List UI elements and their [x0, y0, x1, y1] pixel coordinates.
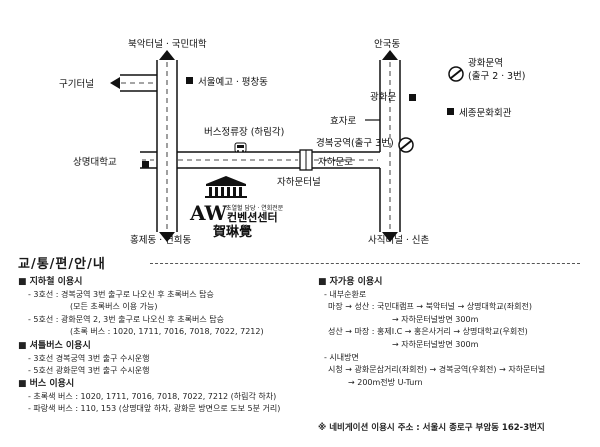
seoul-arts-marker	[186, 77, 193, 84]
label-west-top: 구기터널	[59, 79, 94, 90]
subway-icon-gwanghwamun	[448, 66, 464, 82]
bus-header: ■ 버스 이용시	[18, 379, 75, 389]
gwanghwamun-marker	[409, 94, 416, 101]
logo-name: 컨벤션센터	[227, 210, 278, 224]
shuttle-section: ■ 셔틀버스 이용시 - 3호선 경복궁역 3번 출구 수시운행 - 5호선 광…	[18, 340, 149, 378]
list-item: - 파랑색 버스 : 110, 153 (상명대앞 하차, 광화문 방면으로 도…	[28, 404, 281, 414]
list-item: (모든 초록버스 이용 가능)	[70, 302, 158, 312]
list-item: 마장 → 성산 : 국민대램프 → 북악터널 → 상명대학교(좌회전)	[328, 302, 532, 312]
location-map: 북악터널ㆍ국민대학 안국동 구기터널 서울예고ㆍ평창동 광화문역 (출구 2ㆍ3…	[59, 38, 525, 246]
label-gwanghwamun: 광화문	[370, 91, 396, 103]
list-item: → 자하문터널방면 300m	[392, 314, 479, 324]
label-jahamun-ro: 자하문로	[318, 156, 353, 168]
list-item: - 내부순환로	[324, 289, 367, 299]
label-gwanghwamun-station: 광화문역	[468, 57, 503, 69]
page-title: 교/통/편/안/내	[18, 257, 106, 272]
label-gwanghwamun-exit: (출구 2ㆍ3번)	[468, 71, 525, 82]
label-seoul-arts: 서울예고ㆍ평창동	[198, 77, 268, 88]
list-item: (초록 버스 : 1020, 1711, 7016, 7018, 7022, 7…	[70, 327, 264, 337]
list-item: → 200m전방 U-Turn	[348, 377, 423, 387]
list-item: - 3호선 : 경복궁역 3번 출구로 나오신 후 초록버스 탑승	[28, 289, 214, 299]
label-jahamun-tunnel: 자하문터널	[277, 176, 321, 188]
list-item: → 자하문터널방면 300m	[392, 339, 479, 349]
label-sangmyung: 상명대학교	[73, 157, 117, 168]
subway-icon-gyeongbok	[398, 137, 414, 153]
subway-section: ■ 지하철 이용시 - 3호선 : 경복궁역 3번 출구로 나오신 후 초록버스…	[18, 276, 264, 339]
label-hongje: 홍제동ㆍ연희동	[130, 234, 191, 246]
navigation-address: ※ 네비게이션 이용시 주소 : 서울시 종로구 부암동 162-3번지	[318, 423, 545, 433]
list-item: 시청 → 광화문삼거리(좌회전) → 경복궁역(우회전) → 자하문터널	[328, 365, 546, 375]
bus-section: ■ 버스 이용시 - 초록색 버스 : 1020, 1711, 7016, 70…	[18, 378, 280, 416]
list-item: - 시내방면	[324, 352, 359, 362]
label-gyeongbok-station: 경복궁역(출구 3번)	[316, 137, 394, 149]
list-item: 성산 → 마장 : 홍제I.C → 홍은사거리 → 상명대학교(우회전)	[328, 327, 528, 337]
car-section: ■ 자가용 이용시 - 내부순환로 마장 → 성산 : 국민대램프 → 북악터널…	[318, 276, 545, 389]
subway-header: ■ 지하철 이용시	[18, 277, 83, 287]
label-hyojaro: 효자로	[330, 116, 356, 127]
sangmyung-marker	[142, 161, 149, 168]
label-bus-stop: 버스정류장 (하림각)	[204, 126, 284, 138]
label-sejong: 세종문화회관	[459, 108, 512, 119]
list-item: - 5호선 : 광화문역 2, 3번 출구로 나오신 후 초록버스 탑승	[28, 314, 225, 324]
label-north-right: 안국동	[374, 39, 400, 50]
label-sajik: 사직터널ㆍ신촌	[368, 235, 429, 246]
bus-stop-icon	[234, 142, 247, 153]
logo-hanja: 賀琳覺	[212, 224, 252, 240]
car-header: ■ 자가용 이용시	[318, 277, 383, 287]
shuttle-header: ■ 셔틀버스 이용시	[18, 341, 91, 351]
label-north-left: 북악터널ㆍ국민대학	[128, 38, 207, 50]
aw-convention-logo: AW 초열혈 담당 · 연회전문 컨벤션센터 賀琳覺	[189, 176, 284, 240]
sejong-marker	[447, 108, 454, 115]
logo-tagline: 초열혈 담당 · 연회전문	[226, 204, 284, 212]
title-divider	[150, 263, 580, 264]
logo-aw-text: AW	[189, 201, 228, 225]
list-item: - 3호선 경복궁역 3번 출구 수시운행	[28, 353, 150, 363]
list-item: - 5호선 광화문역 3번 출구 수시운행	[28, 366, 150, 376]
list-item: - 초록색 버스 : 1020, 1711, 7016, 7018, 7022,…	[28, 391, 277, 401]
